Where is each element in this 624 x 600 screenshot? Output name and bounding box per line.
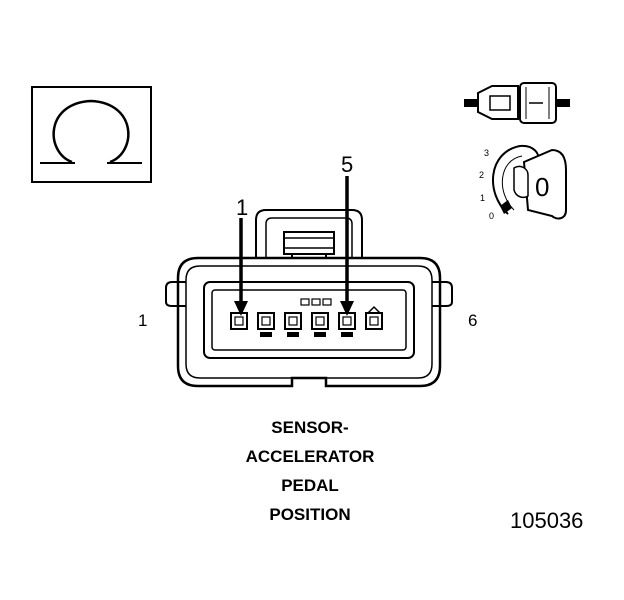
callout-arrow-pin-1 [234,218,248,316]
callout-label-5: 5 [341,152,354,177]
rotary-knob-icon [492,144,567,220]
omega-symbol-box [31,86,152,183]
caption-line-2: ACCELERATOR [245,447,375,466]
inline-connector-icon [464,82,570,124]
pin-1 [230,312,248,330]
callout-label-1: 1 [236,195,249,220]
pin-5 [338,312,356,337]
pin-3 [284,312,302,337]
side-label-left: 1 [138,311,148,330]
rotary-scale-1: 1 [480,193,486,203]
knob-pointer-icon [500,200,512,214]
connector-body [165,209,453,388]
figure-number: 105036 [510,508,584,533]
side-label-right: 6 [468,311,478,330]
pin-4 [311,312,329,337]
rotary-scale-3: 3 [484,148,490,158]
rotary-scale-0: 0 [489,211,495,221]
pin-2 [257,312,275,337]
rotary-scale-2: 2 [479,170,485,180]
pin-6 [365,305,383,330]
omega-icon [52,99,130,164]
caption-line-3: PEDAL [281,476,339,495]
callout-arrow-pin-5 [340,176,354,316]
caption-line-4: POSITION [269,505,351,524]
caption-line-1: SENSOR- [271,418,349,437]
rotary-knob-value: 0 [535,172,550,202]
